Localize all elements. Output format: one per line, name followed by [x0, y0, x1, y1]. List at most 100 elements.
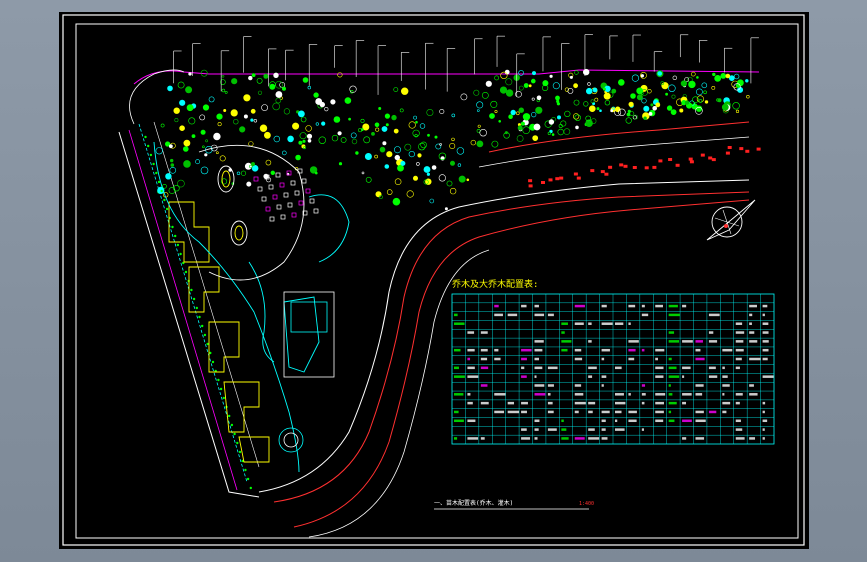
- tree-symbol-icon: [149, 153, 153, 157]
- tree-symbol-icon: [692, 96, 699, 103]
- tree-symbol-icon: [375, 191, 382, 198]
- tree-symbol-icon: [200, 166, 209, 175]
- tree-symbol-icon: [531, 71, 536, 76]
- tree-symbol-icon: [592, 87, 598, 93]
- tree-symbol-icon: [494, 110, 498, 114]
- red-tree-marker: [619, 163, 624, 167]
- tree-symbol-icon: [269, 81, 276, 88]
- tree-symbol-icon: [183, 146, 189, 152]
- tree-symbol-icon: [556, 115, 561, 120]
- tree-symbol-icon: [209, 351, 212, 355]
- tree-symbol-icon: [504, 131, 508, 135]
- tree-symbol-icon: [573, 83, 578, 89]
- tree-symbol-icon: [567, 88, 574, 94]
- tree-symbol-icon: [244, 162, 252, 170]
- tree-symbol-icon: [505, 78, 513, 86]
- paving-tile: [309, 198, 315, 204]
- tree-symbol-icon: [300, 116, 307, 123]
- tree-symbol-icon: [364, 153, 372, 161]
- tree-symbol-icon: [574, 114, 581, 121]
- tree-symbol-icon: [423, 179, 429, 185]
- tree-symbol-icon: [318, 136, 326, 144]
- paving-tile: [291, 212, 297, 218]
- tree-symbol-icon: [555, 95, 560, 101]
- tree-symbol-icon: [392, 197, 401, 206]
- tree-symbol-icon: [393, 128, 399, 134]
- tree-symbol-icon: [476, 109, 480, 112]
- tree-symbol-icon: [536, 95, 542, 101]
- tree-symbol-icon: [174, 118, 179, 123]
- tree-symbol-icon: [414, 134, 418, 138]
- tree-symbol-icon: [427, 133, 430, 137]
- tree-symbol-icon: [363, 136, 371, 144]
- tree-symbol-icon: [223, 109, 227, 113]
- red-tree-marker: [658, 159, 663, 163]
- tree-symbol-icon: [412, 175, 418, 181]
- red-tree-marker: [623, 164, 628, 168]
- tree-symbol-icon: [489, 113, 495, 119]
- tree-symbol-icon: [504, 69, 510, 75]
- red-tree-marker: [604, 172, 609, 176]
- tree-symbol-icon: [401, 87, 409, 95]
- tree-symbol-icon: [179, 125, 185, 131]
- tree-symbol-icon: [535, 106, 543, 114]
- paving-tile: [269, 216, 275, 222]
- tree-symbol-icon: [147, 144, 150, 148]
- tree-symbol-icon: [246, 477, 250, 481]
- tree-symbol-icon: [712, 72, 716, 77]
- tree-symbol-icon: [733, 83, 741, 91]
- tree-symbol-icon: [259, 124, 268, 132]
- tree-symbol-icon: [481, 92, 489, 99]
- tree-symbol-icon: [627, 109, 631, 113]
- red-tree-marker: [600, 170, 605, 174]
- tree-symbol-icon: [160, 189, 163, 193]
- tree-symbol-icon: [485, 80, 492, 87]
- north-arrow-icon: [706, 199, 756, 241]
- tree-symbol-icon: [518, 70, 524, 76]
- tree-symbol-icon: [500, 71, 508, 80]
- tree-symbol-icon: [473, 89, 480, 96]
- tree-symbol-icon: [531, 111, 537, 118]
- tree-symbol-icon: [717, 98, 722, 103]
- tree-cluster-group: [144, 68, 750, 490]
- paving-tile: [286, 170, 292, 176]
- tree-symbol-icon: [248, 75, 253, 81]
- tree-symbol-icon: [533, 123, 541, 131]
- tree-symbol-icon: [476, 101, 484, 109]
- tree-symbol-icon: [721, 103, 729, 111]
- tree-symbol-icon: [444, 207, 448, 211]
- tree-symbol-icon: [508, 114, 513, 119]
- tree-symbol-icon: [451, 137, 455, 142]
- tree-symbol-icon: [165, 173, 172, 180]
- tree-symbol-icon: [418, 142, 426, 151]
- tree-symbol-icon: [184, 270, 188, 274]
- tree-symbol-icon: [238, 450, 242, 454]
- tree-symbol-icon: [167, 85, 173, 92]
- tree-symbol-icon: [195, 306, 198, 310]
- tree-symbol-icon: [198, 315, 201, 319]
- tree-symbol-icon: [201, 324, 204, 328]
- tree-symbol-icon: [171, 225, 174, 229]
- tree-symbol-icon: [213, 132, 221, 141]
- tree-symbol-icon: [330, 99, 336, 105]
- tree-symbol-icon: [643, 116, 647, 120]
- tree-symbol-icon: [470, 139, 476, 146]
- tree-symbol-icon: [399, 108, 404, 113]
- paving-tile: [313, 208, 319, 214]
- tree-symbol-icon: [477, 124, 481, 128]
- cad-model-viewport[interactable]: 乔木及大乔木配置表: 一、苗木配置表(乔木、灌木) 1:400: [59, 12, 809, 549]
- tree-symbol-icon: [236, 441, 239, 445]
- tree-symbol-icon: [625, 117, 632, 124]
- tree-symbol-icon: [243, 94, 251, 102]
- tree-symbol-icon: [698, 99, 703, 103]
- footer-scale: 1:400: [579, 501, 594, 507]
- tree-symbol-icon: [219, 155, 226, 162]
- tree-symbol-icon: [282, 150, 287, 156]
- tree-symbol-icon: [249, 164, 253, 169]
- tree-symbol-icon: [423, 166, 431, 173]
- tree-symbol-icon: [438, 152, 447, 161]
- tree-symbol-icon: [273, 72, 279, 78]
- tree-symbol-icon: [406, 190, 414, 198]
- tree-symbol-icon: [195, 159, 200, 165]
- tree-symbol-icon: [583, 101, 589, 107]
